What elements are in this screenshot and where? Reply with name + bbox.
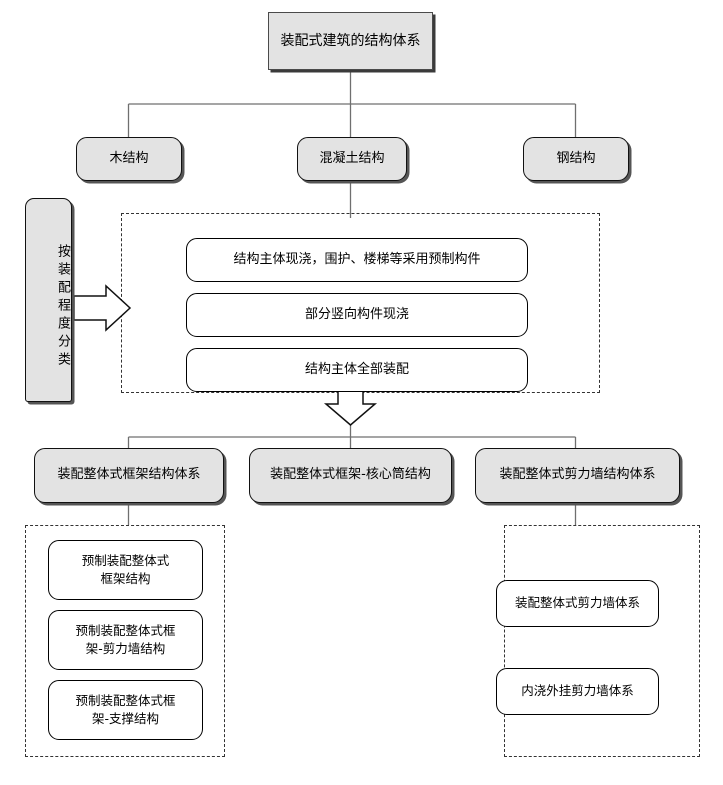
system-node-frame-core-tube-label: 装配整体式框架-核心筒结构 [270,467,431,483]
system-node-shear-wall[interactable]: 装配整体式剪力墙结构体系 [475,448,680,503]
frame-subtype-1-line2: 框架结构 [100,571,151,586]
material-node-concrete[interactable]: 混凝土结构 [297,137,407,181]
assembly-degree-item-1-label: 结构主体现浇，围护、楼梯等采用预制构件 [233,251,481,267]
material-node-steel[interactable]: 钢结构 [523,137,629,181]
assembly-degree-item-3[interactable]: 结构主体全部装配 [186,348,528,392]
frame-subtype-1[interactable]: 预制装配整体式 框架结构 [48,540,203,600]
material-node-concrete-label: 混凝土结构 [319,150,385,166]
assembly-degree-item-2[interactable]: 部分竖向构件现浇 [186,293,528,337]
system-node-shear-wall-label: 装配整体式剪力墙结构体系 [499,467,656,483]
right-block-arrow [73,284,132,332]
frame-subtype-3-line2: 架-支撑结构 [91,711,159,726]
frame-subtype-1-line1: 预制装配整体式 [81,552,170,568]
frame-subtype-3[interactable]: 预制装配整体式框 架-支撑结构 [48,680,203,740]
root-node-label: 装配式建筑的结构体系 [280,32,421,49]
shearwall-subtype-1-label: 装配整体式剪力墙体系 [514,595,640,611]
frame-subgroup-dashed [25,525,225,757]
frame-subtype-3-label: 预制装配整体式框 架-支撑结构 [75,692,175,728]
material-node-wood-label: 木结构 [109,150,149,166]
assembly-degree-item-1[interactable]: 结构主体现浇，围护、楼梯等采用预制构件 [186,238,528,282]
frame-subtype-2-label: 预制装配整体式框 架-剪力墙结构 [75,622,175,658]
assembly-degree-item-2-label: 部分竖向构件现浇 [304,306,409,322]
frame-subtype-2-line1: 预制装配整体式框 [75,622,176,638]
down-block-arrow [323,389,378,426]
root-node-structural-system[interactable]: 装配式建筑的结构体系 [268,12,433,70]
material-node-wood[interactable]: 木结构 [76,137,182,181]
frame-subtype-3-line1: 预制装配整体式框 [75,692,176,708]
system-node-frame-label: 装配整体式框架结构体系 [57,467,201,483]
frame-subtype-2[interactable]: 预制装配整体式框 架-剪力墙结构 [48,610,203,670]
assembly-degree-item-3-label: 结构主体全部装配 [304,361,409,377]
shearwall-subtype-1[interactable]: 装配整体式剪力墙体系 [496,580,659,627]
material-node-steel-label: 钢结构 [556,150,596,166]
system-node-frame-core-tube[interactable]: 装配整体式框架-核心筒结构 [249,448,452,503]
side-label-text: 按装配程度分类 [55,244,70,370]
side-label-classification-by-assembly-degree: 按装配程度分类 [25,198,72,402]
system-node-frame[interactable]: 装配整体式框架结构体系 [34,448,224,503]
shearwall-subtype-2[interactable]: 内浇外挂剪力墙体系 [496,668,659,715]
shearwall-subtype-2-label: 内浇外挂剪力墙体系 [521,683,634,699]
shearwall-subgroup-dashed [504,525,700,757]
frame-subtype-2-line2: 架-剪力墙结构 [85,641,166,656]
frame-subtype-1-label: 预制装配整体式 框架结构 [82,552,170,588]
